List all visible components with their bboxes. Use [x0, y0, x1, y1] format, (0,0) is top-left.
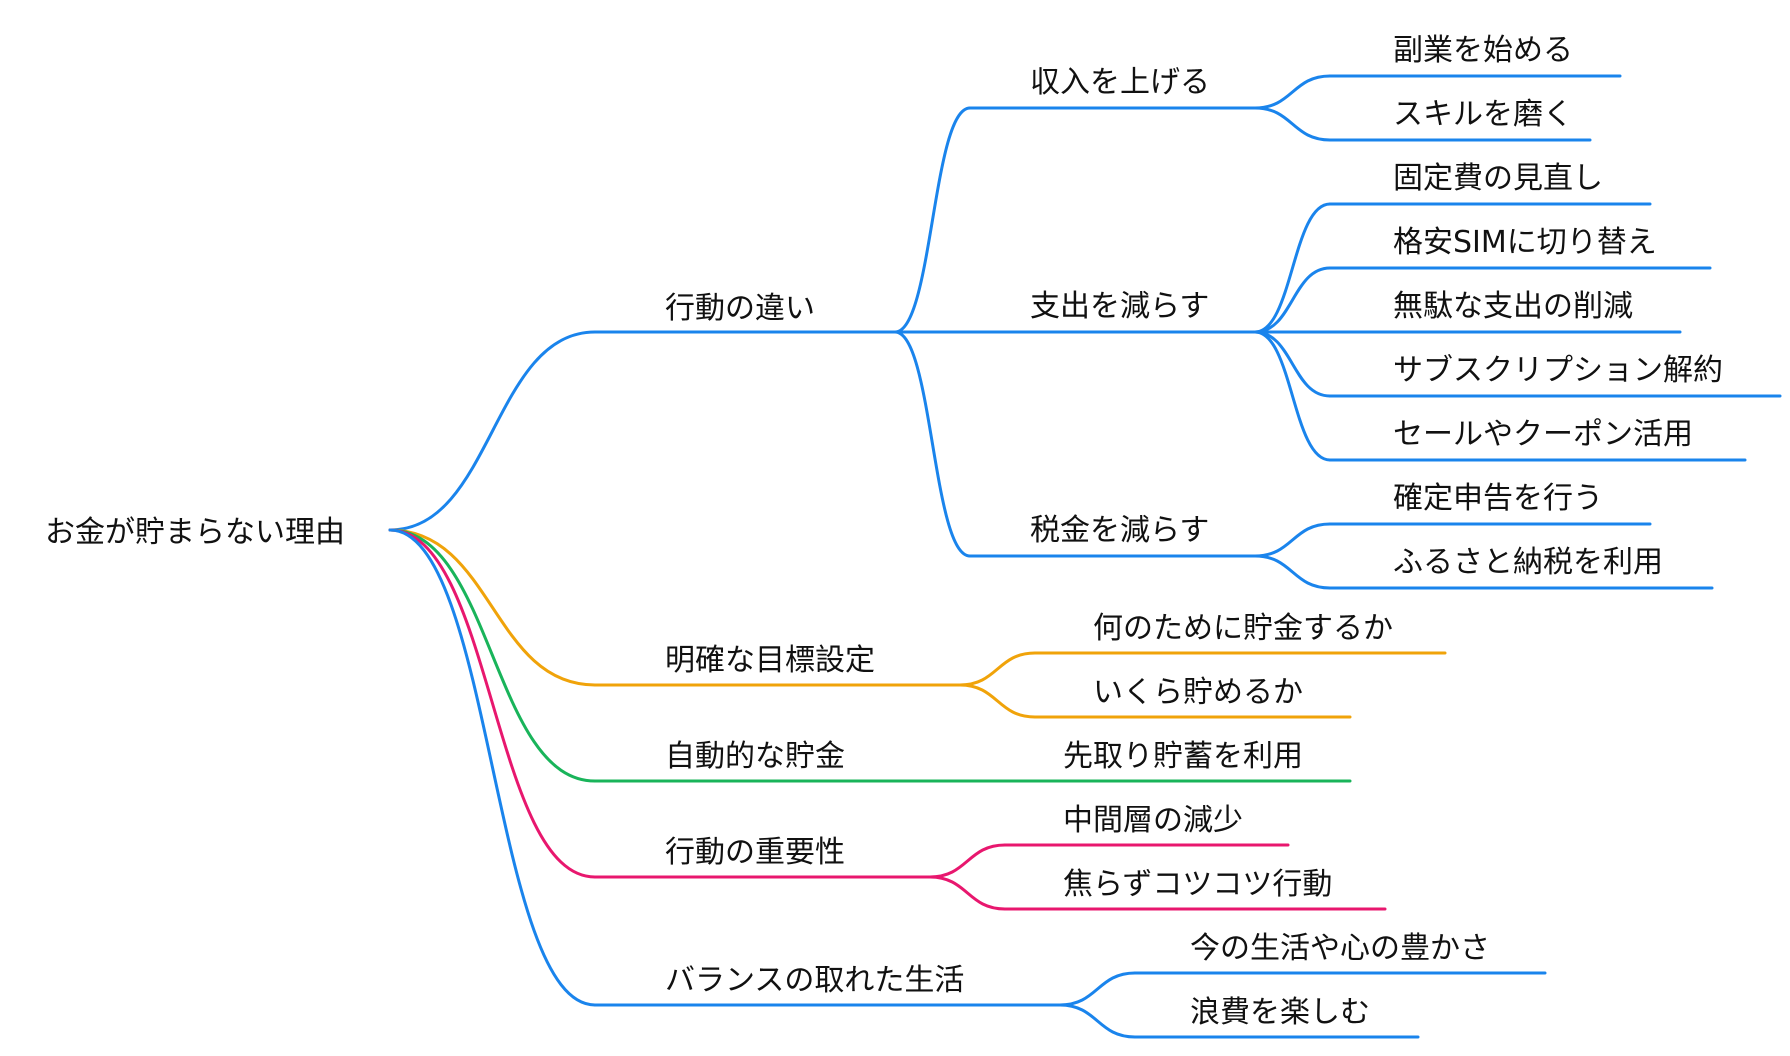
mindmap-labels: お金が貯まらない理由 行動の違い 収入を上げる 副業を始める スキルを磨く 支出…: [45, 33, 1723, 1030]
edge-branch-to-leaf: [928, 875, 1007, 911]
edge-root-to-branch: [388, 528, 597, 1007]
edge-branch-to-leaf: [958, 651, 1037, 687]
leaf-label: サブスクリプション解約: [1393, 353, 1723, 388]
edge-root-to-branch: [388, 528, 597, 783]
edge-root-to-branch: [388, 528, 597, 687]
leaf-label: 確定申告を行う: [1393, 481, 1603, 516]
leaf-label: 固定費の見直し: [1393, 161, 1603, 196]
mindmap-edges: [388, 74, 1782, 1039]
leaf-label: スキルを磨く: [1393, 97, 1573, 132]
edge-sub-to-leaf: [1253, 74, 1332, 110]
leaf-label: セールやクーポン活用: [1393, 417, 1693, 452]
branch-label-automatic-saving: 自動的な貯金: [665, 739, 845, 774]
sub-label-reduce-expenses: 支出を減らす: [1030, 289, 1209, 324]
edge-branch-to-sub: [893, 330, 972, 558]
leaf-label: 浪費を楽しむ: [1190, 995, 1370, 1030]
edge-branch-to-leaf: [1058, 971, 1137, 1007]
edge-sub-to-leaf: [1253, 202, 1332, 334]
edge-sub-to-leaf: [1253, 330, 1332, 462]
edge-sub-to-leaf: [1253, 554, 1332, 590]
leaf-label: ふるさと納税を利用: [1393, 545, 1663, 580]
edge-root-to-branch: [388, 528, 597, 879]
edge-sub-to-leaf: [1253, 106, 1332, 142]
leaf-label: 格安SIMに切り替え: [1393, 225, 1657, 260]
leaf-label: 今の生活や心の豊かさ: [1190, 931, 1490, 966]
leaf-label: 副業を始める: [1393, 33, 1573, 68]
root-node-label: お金が貯まらない理由: [45, 515, 345, 550]
edge-branch-to-leaf: [958, 683, 1037, 719]
edge-sub-to-leaf: [1253, 266, 1332, 334]
branch-label-clear-goals: 明確な目標設定: [665, 643, 875, 678]
edge-sub-to-leaf: [1253, 330, 1332, 398]
edge-branch-to-leaf: [928, 843, 1007, 879]
leaf-label: 何のために貯金するか: [1093, 611, 1393, 646]
edge-branch-to-sub: [893, 106, 972, 334]
edge-root-to-branch: [388, 330, 597, 532]
branch-label-balanced-life: バランスの取れた生活: [665, 963, 964, 998]
edge-sub-to-leaf: [1253, 522, 1332, 558]
branch-label-behavior-difference: 行動の違い: [665, 291, 815, 326]
branch-label-importance-of-action: 行動の重要性: [665, 835, 845, 870]
sub-label-increase-income: 収入を上げる: [1030, 65, 1210, 100]
leaf-label: 焦らずコツコツ行動: [1063, 867, 1332, 902]
sub-label-reduce-taxes: 税金を減らす: [1030, 513, 1209, 548]
leaf-label: 無駄な支出の削減: [1393, 289, 1633, 324]
leaf-label: 中間層の減少: [1063, 803, 1243, 838]
edge-branch-to-leaf: [1058, 1003, 1137, 1039]
leaf-label: 先取り貯蓄を利用: [1063, 739, 1303, 774]
leaf-label: いくら貯めるか: [1093, 675, 1303, 710]
